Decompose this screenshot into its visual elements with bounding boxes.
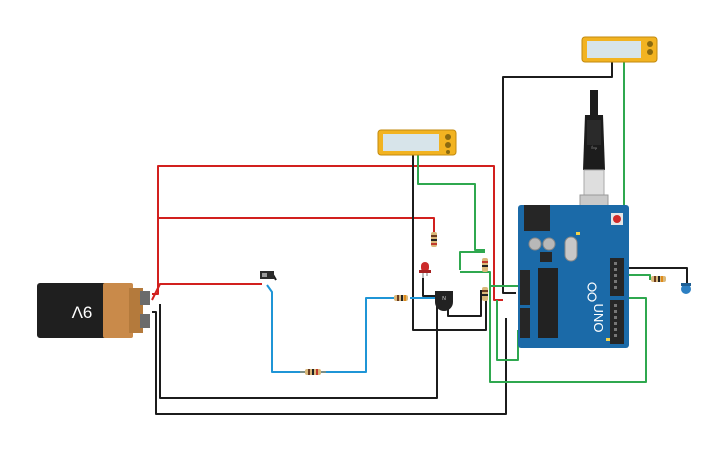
wire-black-trans — [447, 290, 482, 317]
resistor-bottom[interactable] — [300, 369, 326, 375]
battery-terminal-bottom — [140, 314, 150, 328]
wire-green-lower — [496, 300, 519, 361]
slide-switch[interactable] — [260, 271, 274, 279]
resistor-led[interactable] — [431, 232, 437, 247]
wire-red-mid — [158, 217, 435, 233]
resistor-sensor[interactable] — [651, 276, 666, 282]
wire-black-led — [422, 278, 436, 297]
wire-black-top-arduino — [502, 60, 613, 294]
multimeter-top-display — [587, 41, 641, 58]
multimeter-mid[interactable] — [377, 129, 457, 156]
arduino-board[interactable]: ⇋ UNO — [518, 90, 629, 348]
board-brand-label: UNO — [591, 304, 606, 333]
wire-green-loop — [459, 251, 485, 270]
multimeter-mid-display — [383, 134, 439, 151]
resistor-base[interactable] — [394, 295, 408, 301]
wires — [151, 60, 688, 415]
led-red[interactable] — [419, 262, 431, 278]
wire-blue — [266, 284, 398, 373]
wire-black-sensor — [627, 267, 688, 284]
multimeter-top[interactable] — [581, 36, 658, 63]
sensor[interactable] — [681, 283, 691, 294]
svg-text:N: N — [442, 296, 446, 302]
resistor-vertical-1[interactable] — [482, 258, 488, 272]
battery-cap — [103, 283, 133, 338]
wire-red-switch — [151, 283, 262, 301]
wire-green-mm-mid — [417, 153, 485, 251]
atmega-chip — [538, 268, 558, 338]
wire-black-mid — [159, 296, 438, 399]
battery-label: 9V — [71, 303, 92, 322]
resistor-vertical-2[interactable] — [482, 287, 488, 301]
usb-plug — [583, 169, 605, 196]
usb-cable — [590, 90, 598, 115]
battery-9v[interactable]: 9V — [37, 283, 150, 338]
wire-red-top — [152, 165, 503, 301]
transistor[interactable]: N — [435, 291, 453, 311]
wire-green-sensor — [627, 274, 651, 280]
wire-black-mm-mid — [412, 153, 487, 331]
svg-text:⇋: ⇋ — [591, 143, 598, 152]
battery-terminal-top — [140, 291, 150, 305]
resistors — [300, 232, 666, 375]
